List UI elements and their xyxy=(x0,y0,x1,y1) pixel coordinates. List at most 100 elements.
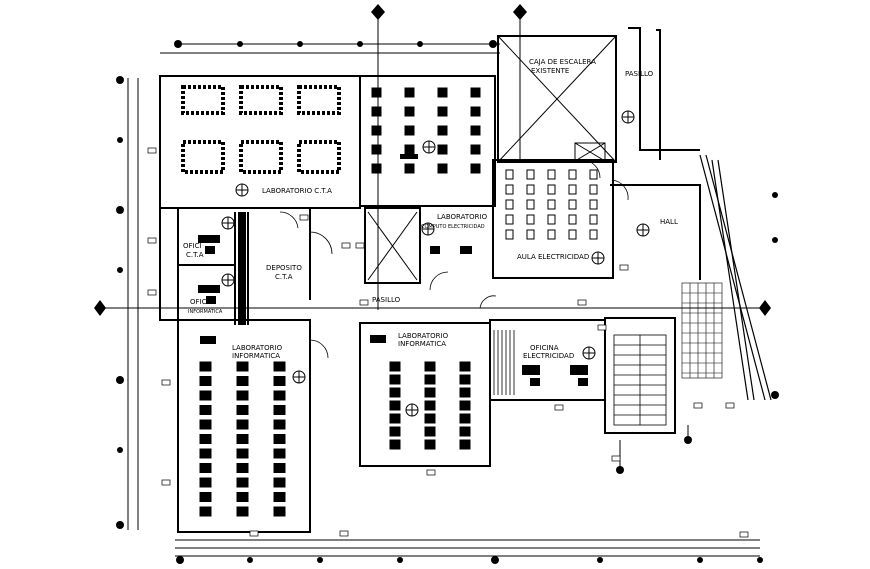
label-lab-informatica-left: LABORATORIO xyxy=(232,344,283,352)
computer-desk xyxy=(199,463,212,473)
student-seat xyxy=(589,229,598,240)
computer-desk xyxy=(404,87,415,98)
label-oficina-informatica: OFIC xyxy=(190,298,207,306)
lattice-screen xyxy=(681,282,723,379)
computer-desk xyxy=(273,492,286,502)
student-seat xyxy=(547,169,556,180)
computer-desk xyxy=(236,376,249,386)
student-seat xyxy=(547,229,556,240)
computer-desk xyxy=(470,87,481,98)
computer-desk xyxy=(389,426,401,437)
computer-desk xyxy=(273,477,286,488)
computer-desk xyxy=(199,477,212,488)
exterior-diagonal-walls xyxy=(699,154,772,401)
computer-desk xyxy=(424,361,436,372)
office-furniture xyxy=(198,154,588,386)
label-oficina-cta: OFICI xyxy=(183,242,202,250)
computer-desk xyxy=(470,144,481,155)
computer-desk xyxy=(273,405,286,415)
computer-desk xyxy=(459,413,471,424)
computer-desk xyxy=(437,106,448,117)
computer-desk xyxy=(470,163,481,174)
label-informatica-small: INFORMATICA xyxy=(188,309,223,315)
computer-desk xyxy=(459,400,471,411)
lab-computo-desks xyxy=(371,87,481,174)
computer-desk xyxy=(389,361,401,372)
lab-informatica-center-desks xyxy=(389,361,471,450)
computer-desk xyxy=(389,439,401,450)
axis-markers xyxy=(94,4,779,564)
label-existente: EXISTENTE xyxy=(531,67,569,75)
computer-desk xyxy=(371,106,382,117)
existing-stair-box xyxy=(497,35,617,163)
student-seat xyxy=(589,169,598,180)
computer-desk xyxy=(236,463,249,473)
computer-desk xyxy=(437,87,448,98)
computer-desk xyxy=(404,144,415,155)
computer-desk xyxy=(236,419,249,430)
computer-desk xyxy=(371,125,382,136)
computer-desk xyxy=(273,463,286,473)
computer-desk xyxy=(199,390,212,401)
computer-desk xyxy=(273,361,286,372)
label-laboratorio-computo: LABORATORIO xyxy=(437,213,488,221)
door-swings xyxy=(279,159,629,359)
student-seat xyxy=(568,184,577,195)
computer-desk xyxy=(273,376,286,386)
computer-desk xyxy=(424,387,436,398)
student-seat xyxy=(568,199,577,210)
computer-desk xyxy=(273,419,286,430)
student-seat xyxy=(526,169,535,180)
computer-desk xyxy=(437,144,448,155)
label-hall: HALL xyxy=(660,218,678,226)
computer-desk xyxy=(273,506,286,517)
computer-desk xyxy=(236,506,249,517)
label-lab-informatica-center-2: INFORMATICA xyxy=(398,340,446,348)
computer-desk xyxy=(273,448,286,459)
aula-electricidad-seats xyxy=(505,169,598,240)
computer-desk xyxy=(424,413,436,424)
student-seat xyxy=(568,229,577,240)
computer-desk xyxy=(470,106,481,117)
computer-desk xyxy=(236,390,249,401)
student-seat xyxy=(526,214,535,225)
label-computo-electricidad: COMPUTO ELECTRICIDAD xyxy=(421,224,485,230)
lab-informatica-left-desks xyxy=(199,361,286,517)
label-pasillo-center: PASILLO xyxy=(372,296,401,304)
computer-desk xyxy=(236,477,249,488)
student-seat xyxy=(505,214,514,225)
label-oficina-electricidad: OFICINA xyxy=(530,344,559,352)
student-seat xyxy=(505,169,514,180)
computer-desk xyxy=(404,163,415,174)
label-oficina-electricidad-2: ELECTRICIDAD xyxy=(523,352,574,360)
stairs xyxy=(493,330,667,426)
computer-desk xyxy=(424,374,436,385)
student-seat xyxy=(505,184,514,195)
computer-desk xyxy=(199,376,212,386)
computer-desk xyxy=(437,163,448,174)
central-column xyxy=(238,212,246,325)
student-seat xyxy=(589,184,598,195)
student-seat xyxy=(526,229,535,240)
computer-desk xyxy=(389,400,401,411)
computer-desk xyxy=(437,125,448,136)
student-seat xyxy=(568,169,577,180)
computer-desk xyxy=(459,439,471,450)
student-seat xyxy=(526,199,535,210)
computer-desk xyxy=(371,144,382,155)
light-fixtures xyxy=(221,110,650,417)
label-aula-electricidad: AULA ELECTRICIDAD xyxy=(517,253,589,261)
computer-desk xyxy=(199,434,212,444)
label-lab-informatica-center: LABORATORIO xyxy=(398,332,449,340)
label-caja-escalera: CAJA DE ESCALERA xyxy=(529,58,596,66)
computer-desk xyxy=(424,426,436,437)
computer-desk xyxy=(371,163,382,174)
computer-desk xyxy=(236,492,249,502)
computer-desk xyxy=(199,448,212,459)
tag-boxes xyxy=(147,147,749,538)
student-seat xyxy=(547,184,556,195)
computer-desk xyxy=(459,426,471,437)
computer-desk xyxy=(404,125,415,136)
computer-desk xyxy=(199,492,212,502)
